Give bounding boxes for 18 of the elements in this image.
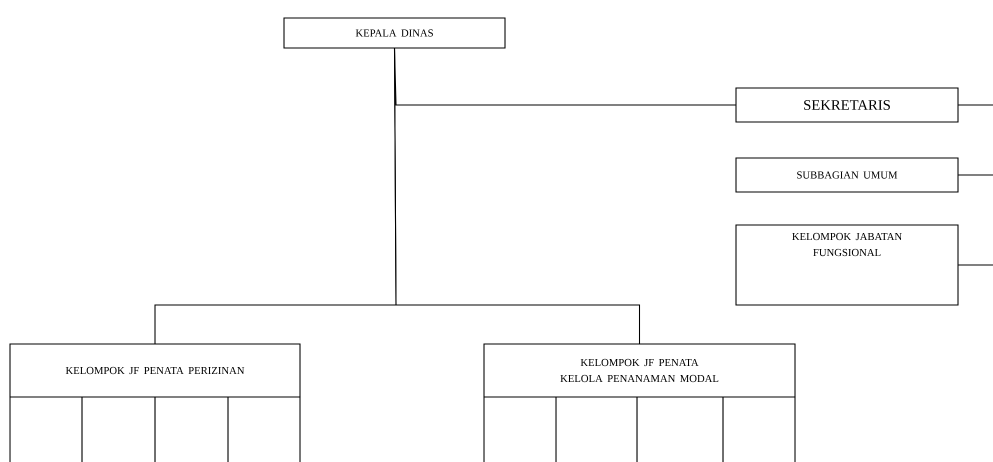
empty-box	[722, 396, 796, 462]
org-box: SUBBAGIAN UMUM	[735, 157, 959, 193]
org-box: KELOMPOK JABATAN FUNGSIONAL	[735, 224, 959, 306]
org-box: KEPALA DINAS	[283, 17, 506, 49]
empty-box	[555, 396, 638, 462]
empty-box	[636, 396, 724, 462]
org-box: KELOMPOK JF PENATA PERIZINAN	[9, 343, 301, 398]
empty-box	[81, 396, 156, 462]
empty-box	[483, 396, 557, 462]
org-box: SEKRETARIS	[735, 87, 959, 123]
empty-box	[154, 396, 229, 462]
connector-line	[958, 264, 993, 266]
org-box: KELOMPOK JF PENATA KELOLA PENANAMAN MODAL	[483, 343, 796, 398]
connector-line	[394, 48, 640, 344]
connector-line	[958, 174, 993, 176]
empty-box	[227, 396, 301, 462]
empty-box	[9, 396, 83, 462]
connector-line	[958, 104, 993, 106]
